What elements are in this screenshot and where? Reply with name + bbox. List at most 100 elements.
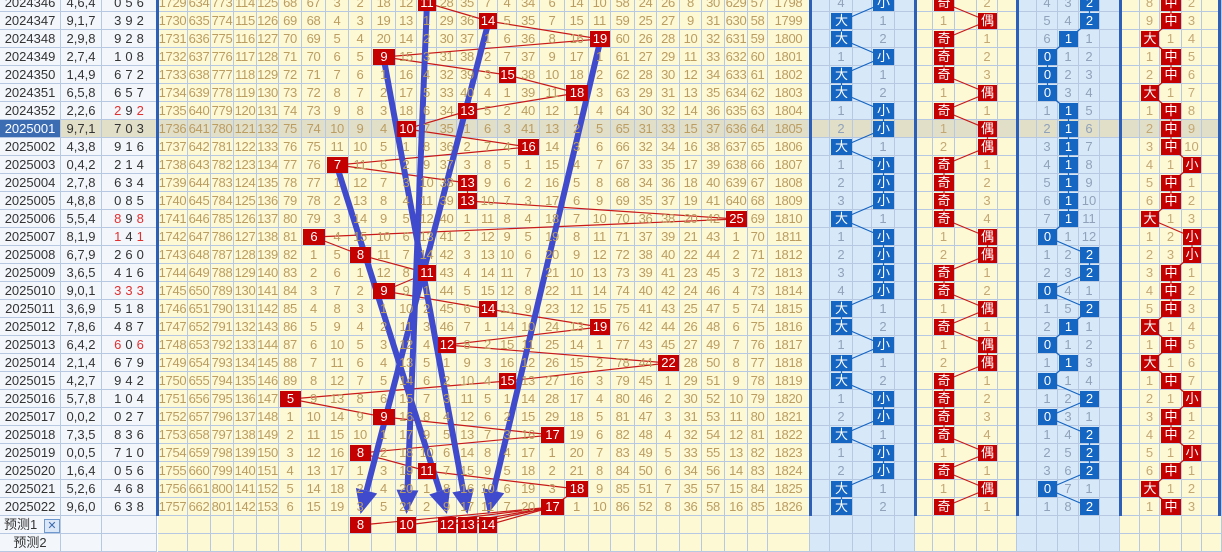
odd-even-omission-value: 1	[983, 265, 991, 280]
sum-omission-value: 15	[521, 409, 535, 424]
test-number-text: 5,2,6	[66, 481, 96, 496]
sum-omission-value: 5	[380, 373, 387, 388]
sum-omission-value: 1753	[158, 427, 187, 442]
sum-omission-cell: 798	[211, 444, 234, 462]
sum-omission-value: 773	[211, 0, 233, 10]
mod3-route-omission-value: 10	[1081, 193, 1097, 208]
period-cell[interactable]: 2025005	[0, 192, 61, 210]
sum-omission-value: 67	[615, 157, 630, 172]
sum-omission-value: 662	[188, 499, 210, 514]
big-small-cell: 2	[872, 30, 895, 48]
period-cell[interactable]: 2025001	[0, 120, 61, 138]
period-cell[interactable]: 2025020	[0, 462, 61, 480]
sum-omission-value: 779	[211, 103, 233, 118]
odd-even-hit-marker: 奇	[934, 499, 954, 515]
sum-hit-marker: 13	[458, 175, 477, 191]
period-cell[interactable]: 2025021	[0, 480, 61, 498]
big-mid-small-hit-marker: 中	[1161, 13, 1181, 29]
period-cell[interactable]: 2025022	[0, 498, 61, 516]
period-cell[interactable]: 2024350	[0, 66, 61, 84]
odd-even-cell: 1	[933, 12, 955, 30]
sum-omission-cell: 1799	[768, 12, 810, 30]
sum-omission-value: 8	[664, 499, 672, 514]
sum-omission-cell: 638	[188, 66, 211, 84]
period-cell[interactable]: 2024352	[0, 102, 61, 120]
period-cell[interactable]: 2024347	[0, 12, 61, 30]
period-cell[interactable]: 2025007	[0, 228, 61, 246]
period-cell[interactable]: 2024346	[0, 0, 61, 12]
sum-omission-value: 2	[463, 229, 471, 244]
odd-even-cell	[915, 0, 933, 12]
sum-omission-value: 8	[333, 301, 341, 316]
mod3-route-omission-value: 2	[1085, 49, 1093, 64]
period-cell[interactable]: 2024351	[0, 84, 61, 102]
sum-omission-value: 5	[356, 337, 364, 352]
odd-even-cell	[915, 102, 933, 120]
sum-omission-value: 14	[500, 319, 514, 334]
big-mid-small-cell: 1	[1140, 48, 1160, 66]
period-cell[interactable]: 2025002	[0, 138, 61, 156]
sum-omission-cell: 36	[702, 102, 725, 120]
sum-omission-cell: 6	[326, 48, 349, 66]
period-cell[interactable]: 2025009	[0, 264, 61, 282]
sum-omission-value: 121	[234, 121, 256, 136]
period-cell[interactable]: 2024349	[0, 48, 61, 66]
sum-omission-value: 52	[638, 499, 653, 514]
close-prediction-icon[interactable]: ✕	[44, 519, 60, 533]
odd-even-omission-value: 2	[939, 355, 948, 370]
period-cell[interactable]: 2025012	[0, 318, 61, 336]
sum-omission-value: 141	[257, 283, 278, 298]
odd-even-hit-marker: 偶	[978, 139, 997, 155]
period-cell[interactable]: 2025015	[0, 372, 61, 390]
period-cell[interactable]: 2025004	[0, 174, 61, 192]
predicted-sum-marker: 14	[479, 517, 497, 533]
draw-digit: 2	[136, 373, 144, 388]
sum-omission-value: 50	[706, 355, 720, 370]
period-cell[interactable]: 2025011	[0, 300, 61, 318]
sum-omission-cell: 1757	[158, 498, 188, 516]
period-cell[interactable]: 2025010	[0, 282, 61, 300]
sum-omission-value: 41	[439, 229, 454, 244]
sum-omission-cell: 38	[457, 48, 478, 66]
big-small-omission-value: 1	[837, 103, 845, 118]
mod3-route-omission-value: 1	[1064, 373, 1072, 388]
period-cell[interactable]: 2025017	[0, 408, 61, 426]
sum-omission-value: 5	[503, 463, 511, 478]
sum-omission-value: 75	[283, 121, 297, 136]
period-cell[interactable]: 2025016	[0, 390, 61, 408]
sum-omission-cell: 1734	[158, 84, 188, 102]
period-cell[interactable]: 2025003	[0, 156, 61, 174]
sum-omission-value: 153	[257, 499, 278, 514]
period-cell[interactable]: 2025013	[0, 336, 61, 354]
period-cell[interactable]: 2025014	[0, 354, 61, 372]
sum-omission-value: 643	[188, 157, 210, 172]
big-small-hit-marker: 小	[873, 121, 894, 137]
draw-digit: 8	[136, 31, 144, 46]
sum-omission-cell: 140	[234, 462, 257, 480]
period-cell[interactable]: 2025018	[0, 426, 61, 444]
period-cell[interactable]: 2025008	[0, 246, 61, 264]
sum-omission-value: 29	[638, 85, 653, 100]
big-small-omission-value: 2	[879, 319, 887, 334]
sum-omission-value: 1743	[158, 247, 187, 262]
big-small-hit-marker: 小	[873, 247, 894, 263]
draw-digit: 0	[125, 391, 133, 406]
sum-omission-value: 8	[548, 31, 556, 46]
sum-omission-cell: 642	[188, 138, 211, 156]
sum-omission-cell: 32	[635, 138, 657, 156]
period-cell[interactable]: 2025006	[0, 210, 61, 228]
sum-omission-cell: 73	[279, 84, 302, 102]
period-cell[interactable]: 2024348	[0, 30, 61, 48]
big-small-cell	[810, 66, 830, 84]
sum-omission-value: 10	[376, 229, 391, 244]
period-cell[interactable]: 2025019	[0, 444, 61, 462]
sum-omission-value: 47	[706, 301, 720, 316]
mod3-route-omission-value: 6	[1043, 31, 1051, 46]
big-small-hit-marker: 小	[873, 337, 894, 353]
sum-omission-value: 69	[750, 211, 765, 226]
sum-omission-value: 7	[596, 445, 603, 460]
sum-omission-cell: 151	[257, 462, 279, 480]
sum-omission-value: 44	[661, 319, 675, 334]
draw-digit: 9	[136, 355, 144, 370]
sum-omission-value: 23	[545, 301, 559, 316]
